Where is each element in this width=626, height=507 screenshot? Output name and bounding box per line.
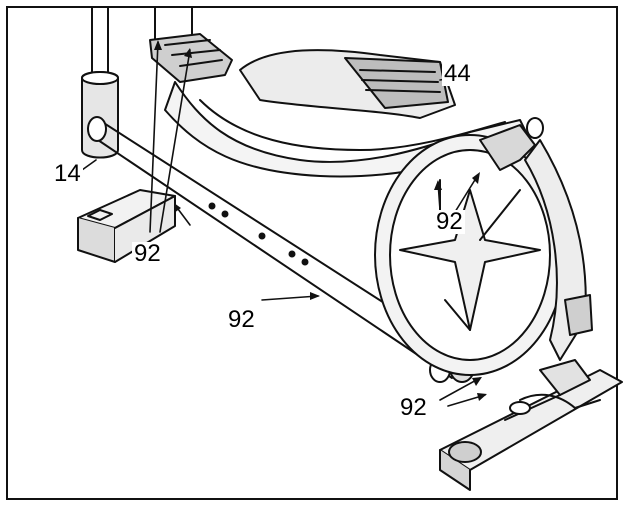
diagram-frame <box>6 6 618 500</box>
callout-92-crossbar: 92 <box>226 306 257 333</box>
leader-14 <box>81 159 97 171</box>
callout-92-top-left: 92 <box>132 240 163 267</box>
leader-92-crossbar <box>261 295 319 301</box>
leader-arrowheads <box>154 40 487 401</box>
flywheel-housing <box>374 134 566 376</box>
callout-14: 14 <box>52 160 83 187</box>
rear-stabilizer <box>439 359 623 491</box>
callout-92-wheel: 92 <box>434 208 465 235</box>
shroud-cover <box>239 49 456 119</box>
leader-92-top-left <box>149 41 191 233</box>
leader-lines <box>81 41 486 407</box>
callout-44: 44 <box>442 60 473 87</box>
console-mast <box>149 7 233 83</box>
callout-92-bottom-right: 92 <box>398 394 429 421</box>
right-bracket <box>479 117 593 361</box>
